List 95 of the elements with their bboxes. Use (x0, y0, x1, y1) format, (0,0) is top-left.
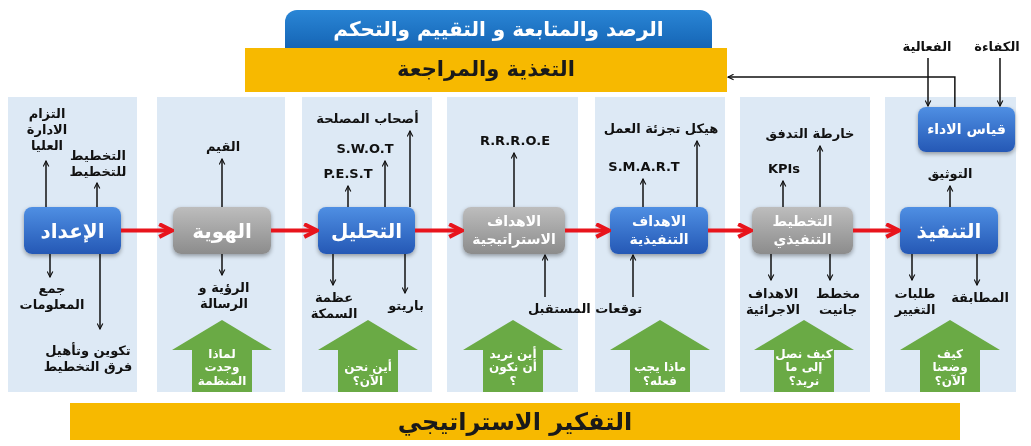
column-panel (8, 97, 137, 392)
text-label: طلبات التغيير (885, 281, 945, 323)
text-label: S.M.A.R.T (604, 156, 684, 178)
banner-label: الرصد والمتابعة و التقييم والتحكم (333, 16, 664, 43)
arrow-label: أين نريد أن نكون ؟ (488, 347, 538, 389)
band-label: التفكير الاستراتيجي (397, 406, 633, 438)
text-label: R.R.R.O.E (466, 130, 564, 152)
process-box (463, 207, 565, 254)
box-label: الاهداف التنفيذية (628, 213, 690, 248)
up-arrow-banner (463, 320, 563, 392)
arrow (541, 254, 549, 298)
arrow (946, 185, 954, 208)
text-label: عظمة السمكة (303, 286, 365, 326)
process-box (24, 207, 121, 254)
text-label: الفعالية (893, 36, 961, 58)
text-label: الرؤية و الرسالة (182, 276, 266, 316)
column-panel (885, 97, 1016, 392)
text-label: مخطط جانيت (807, 281, 869, 323)
band-label: التغذية والمراجعة (397, 56, 575, 84)
box-label: التنفيذ (916, 217, 982, 245)
arrow (218, 158, 226, 208)
arrow (46, 253, 54, 278)
arrow-label: لماذا وجدت المنظمة (196, 347, 248, 389)
arrow (693, 140, 701, 208)
column-panel (302, 97, 432, 392)
arrow (381, 160, 389, 208)
process-box (752, 207, 853, 254)
arrow-label: كيف وضعنا الآن؟ (931, 347, 969, 389)
arrow (218, 253, 226, 276)
text-label: الاهداف الاجرائية (741, 281, 805, 323)
arrow (629, 254, 637, 298)
up-arrow-banner (900, 320, 1000, 392)
up-arrow-banner (754, 320, 854, 392)
arrow (96, 253, 104, 330)
text-label: القيم (200, 136, 246, 158)
box-label: التحليل (330, 217, 403, 245)
arrow (329, 253, 337, 286)
process-box (918, 107, 1015, 152)
box-label: التخطيط التنفيذي (771, 213, 834, 248)
text-label: أصحاب المصلحة (304, 108, 431, 130)
title-banner (285, 10, 712, 48)
box-label: قياس الاداء (927, 120, 1006, 139)
up-arrow-banner (318, 320, 418, 392)
column-panel (157, 97, 285, 392)
text-label: التخطيط للتخطيط (68, 146, 128, 182)
arrow (996, 57, 1004, 107)
arrow (42, 160, 50, 208)
column-panel (740, 97, 870, 392)
arrow (415, 222, 464, 239)
arrow (708, 222, 753, 239)
text-label: توقعات المستقبل (513, 297, 657, 321)
arrow (639, 178, 647, 208)
text-label: P.E.S.T (318, 163, 378, 185)
text-label: باريتو (381, 294, 431, 318)
text-label: تكوين وتأهيل فرق التخطيط (42, 330, 134, 388)
process-box (318, 207, 415, 254)
arrow (344, 185, 352, 208)
arrow (401, 253, 409, 294)
arrow (565, 222, 611, 239)
footer-band (70, 403, 960, 440)
arrow (924, 57, 932, 107)
box-label: الهوية (192, 217, 252, 245)
arrow (727, 73, 956, 108)
text-label: المطابقة (944, 286, 1016, 310)
text-label: الكفاءة (966, 36, 1028, 58)
feedback-band (245, 48, 727, 92)
arrow (816, 145, 824, 208)
arrow (779, 180, 787, 208)
process-box (610, 207, 708, 254)
text-label: KPIs (762, 158, 806, 180)
box-label: الإعداد (40, 217, 105, 245)
arrow (826, 253, 834, 281)
arrow-label: كيف نصل إلى ما نريد؟ (775, 347, 833, 389)
arrow (767, 253, 775, 281)
text-label: خارطة التدفق (756, 123, 864, 145)
process-box (900, 207, 998, 254)
process-box (173, 207, 271, 254)
box-label: الاهداف الاستراتيجية (471, 213, 557, 248)
text-label: التوثيق (920, 163, 980, 185)
text-label: جمع المعلومات (10, 278, 94, 316)
arrow-label: ماذا يجب فعله؟ (632, 361, 688, 389)
arrow (93, 182, 101, 208)
arrow (908, 253, 916, 281)
arrow (853, 222, 901, 239)
up-arrow-banner (610, 320, 710, 392)
up-arrow-banner (172, 320, 272, 392)
arrow-label: أين نحن الآن؟ (343, 361, 393, 389)
arrow (973, 253, 981, 286)
text-label: هيكل تجزئة العمل (598, 118, 724, 140)
column-panel (595, 97, 725, 392)
text-label: S.W.O.T (332, 138, 398, 160)
arrow (271, 222, 319, 239)
arrow (121, 222, 174, 239)
arrow (406, 130, 414, 208)
arrow (510, 152, 518, 208)
